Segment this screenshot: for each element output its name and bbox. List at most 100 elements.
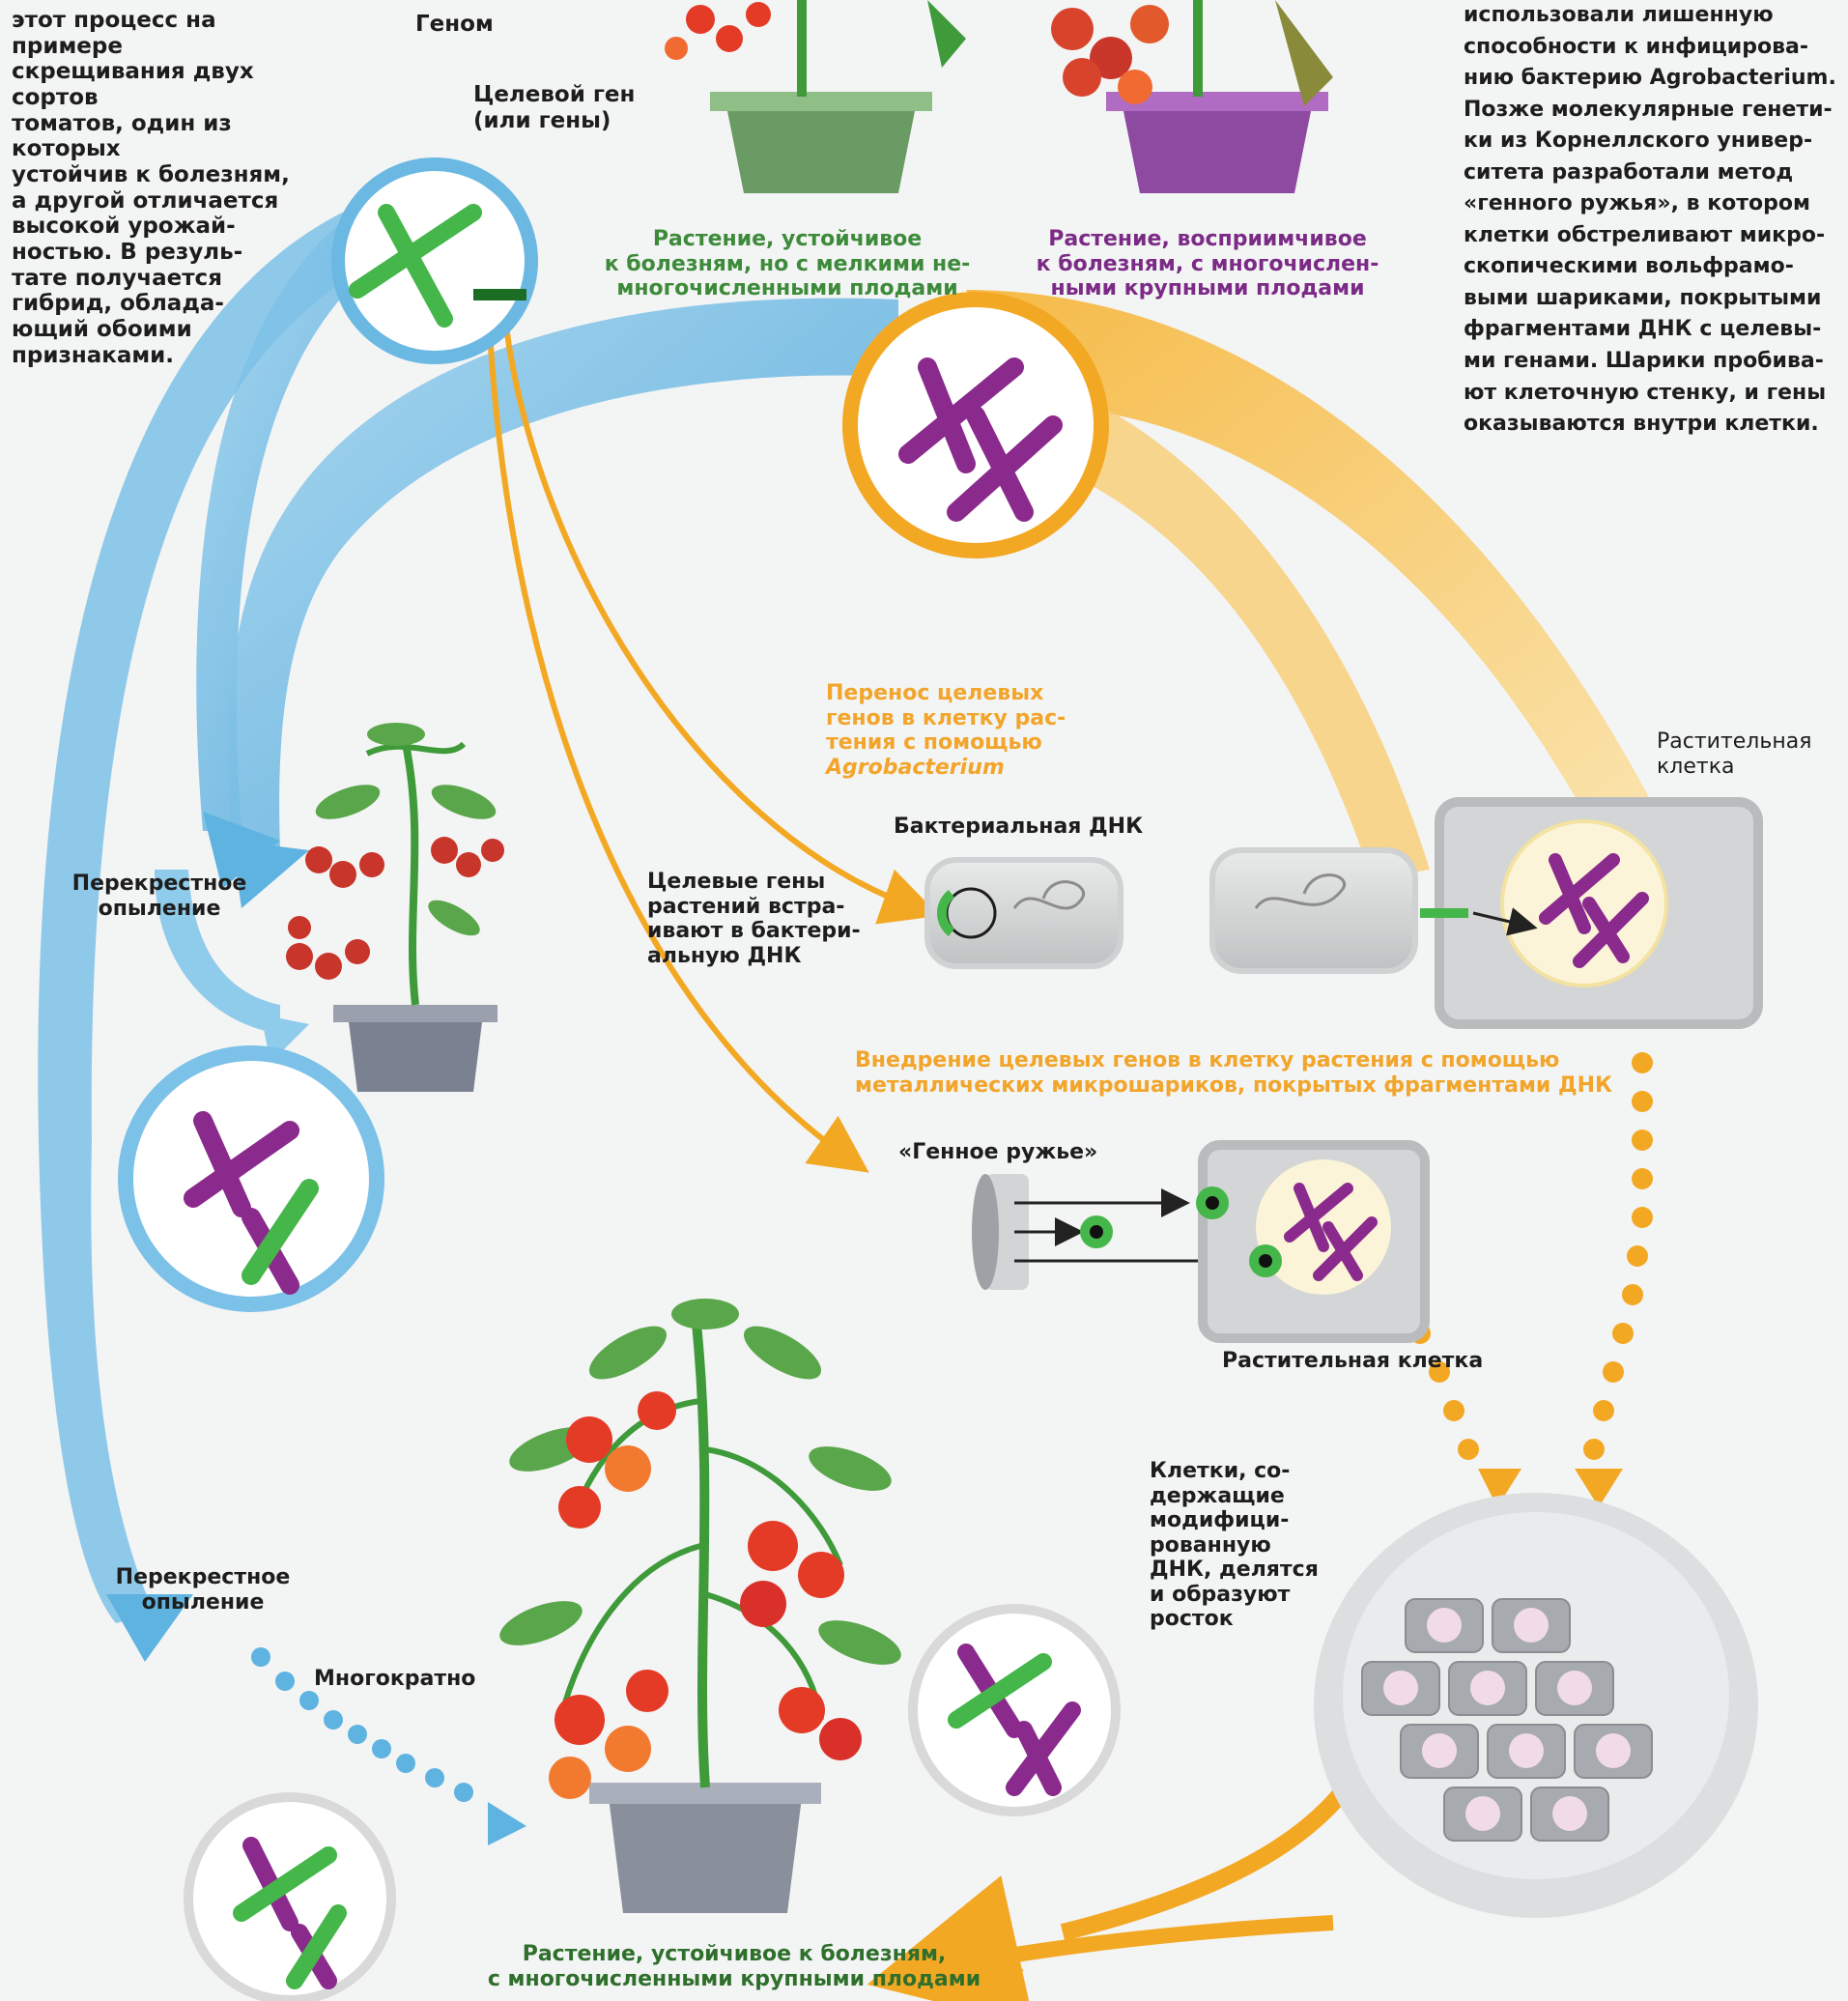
intro-right-line: способности к инфицирова- bbox=[1464, 34, 1808, 59]
label-line: Растение, устойчивое к болезням, bbox=[522, 1942, 947, 1966]
intro-left-line: а другой отличается bbox=[12, 187, 279, 214]
intro-right-line: оказываются внутри клетки. bbox=[1464, 412, 1819, 437]
intro-left-line: ностью. В резуль- bbox=[12, 240, 243, 266]
intro-right-line: скопическими вольфрамо- bbox=[1464, 254, 1794, 279]
label-target-genes-insert: Целевые гены растений встра- ивают в бак… bbox=[647, 870, 861, 968]
intro-right: использовали лишенную способности к инфи… bbox=[1464, 0, 1845, 441]
intro-right-line: нию бактерию Agrobacterium. bbox=[1464, 66, 1836, 91]
label-line: Целевые гены bbox=[647, 870, 826, 894]
intro-right-line: «генного ружья», в котором bbox=[1464, 191, 1810, 216]
label-line: тения с помощью bbox=[826, 730, 1042, 756]
intro-left: этот процесс на примере скрещивания двух… bbox=[12, 8, 321, 368]
label-line: к болезням, но с мелкими не- bbox=[604, 251, 971, 276]
label-line: Целевой ген bbox=[473, 82, 636, 107]
plant-cell-top bbox=[1420, 797, 1763, 1029]
label-line: и образуют bbox=[1150, 1582, 1291, 1607]
label-line: Растение, восприимчивое bbox=[1048, 227, 1367, 251]
label-line: Agrobacterium bbox=[826, 755, 1005, 780]
intro-right-line: ки из Корнеллского универ- bbox=[1464, 129, 1813, 154]
label-line: Растение, устойчивое bbox=[652, 227, 923, 251]
intro-left-line: скрещивания двух сортов bbox=[12, 59, 254, 111]
label-gene-gun: «Генное ружье» bbox=[898, 1140, 1098, 1164]
label-agro-transfer: Перенос целевых генов в клетку рас- тени… bbox=[826, 681, 1066, 780]
susceptible-circle bbox=[842, 292, 1109, 558]
label-line: к болезням, с многочислен- bbox=[1036, 251, 1379, 276]
intro-left-line: тате получается bbox=[12, 265, 222, 291]
label-line: опыление bbox=[141, 1589, 265, 1615]
genome-circle bbox=[331, 157, 538, 364]
label-plant-susceptible: Растение, восприимчивое к болезням, с мн… bbox=[1014, 227, 1401, 301]
label-line: ивают в бактери- bbox=[647, 919, 861, 944]
orange-arrow-2 bbox=[485, 289, 869, 1173]
orange-arrowhead-dot-2 bbox=[1478, 1469, 1521, 1507]
intro-right-line: ситета разработали метод bbox=[1464, 159, 1794, 185]
label-line: Перенос целевых bbox=[826, 681, 1044, 705]
label-line: ДНК, делятся bbox=[1150, 1558, 1319, 1583]
gene-gun bbox=[972, 1174, 1258, 1290]
label-line: клетка bbox=[1657, 754, 1735, 779]
intro-right-line: выми шариками, покрытыми bbox=[1464, 285, 1822, 310]
label-line: Перекрестное bbox=[115, 1565, 291, 1589]
intro-left-line: томатов, один из которых bbox=[12, 110, 232, 162]
label-line: альную ДНК bbox=[647, 943, 802, 968]
pot-resistant bbox=[665, 0, 966, 193]
bacteria-cell bbox=[924, 857, 1123, 969]
label-gene-gun-method: Внедрение целевых генов в клетку растени… bbox=[855, 1048, 1612, 1098]
label-line: (или гены) bbox=[473, 107, 611, 133]
label-line: металлических микрошариков, покрытых фра… bbox=[855, 1072, 1612, 1098]
intro-right-line: использовали лишенную bbox=[1464, 3, 1774, 27]
label-line: Растительная bbox=[1657, 729, 1812, 754]
orange-arrowhead-bottom bbox=[927, 1903, 1024, 1981]
label-target-gene: Целевой ген (или гены) bbox=[473, 82, 635, 133]
intro-right-line: ми генами. Шарики пробива- bbox=[1464, 349, 1824, 374]
label-line: Перекрестное bbox=[71, 872, 247, 896]
final-plant bbox=[499, 1299, 901, 1913]
intro-left-line: устойчив к болезням, bbox=[12, 162, 290, 188]
intro-left-line: ющий обоими bbox=[12, 317, 192, 343]
petri-dish bbox=[1314, 1493, 1758, 1918]
middle-plant bbox=[286, 723, 504, 1092]
blue-dots bbox=[251, 1647, 473, 1802]
label-line: опыление bbox=[98, 896, 221, 921]
label-line: модифици- bbox=[1150, 1508, 1290, 1533]
orange-dots bbox=[1409, 1052, 1653, 1460]
label-final-plant: Растение, устойчивое к болезням, с много… bbox=[435, 1942, 1034, 1991]
label-line: растений встра- bbox=[647, 894, 845, 919]
intro-left-line: этот процесс на примере bbox=[12, 8, 216, 59]
blue-dot-arrowhead bbox=[488, 1802, 526, 1845]
pot-susceptible bbox=[1051, 0, 1333, 193]
label-line: Внедрение целевых генов в клетку растени… bbox=[855, 1048, 1560, 1072]
intro-right-line: Позже молекулярные генети- bbox=[1464, 97, 1833, 122]
intro-right-line: клетки обстреливают микро- bbox=[1464, 222, 1826, 247]
label-line: росток bbox=[1150, 1607, 1234, 1632]
orange-arrow-1 bbox=[499, 289, 940, 925]
label-repeatedly: Многократно bbox=[314, 1667, 476, 1691]
hybrid-circle-1 bbox=[118, 1045, 384, 1312]
intro-right-line: фрагментами ДНК с целевы- bbox=[1464, 317, 1822, 342]
hybrid-circle-2 bbox=[184, 1792, 396, 2001]
bacteria-cell-2 bbox=[1209, 847, 1418, 974]
label-plant-resistant: Растение, устойчивое к болезням, но с ме… bbox=[599, 227, 976, 301]
blue-arrow-mid bbox=[155, 870, 280, 1034]
label-line: ными крупными плодами bbox=[1050, 276, 1365, 301]
label-genome: Геном bbox=[415, 12, 494, 37]
intro-right-line: ют клеточную стенку, и гены bbox=[1464, 380, 1827, 405]
plant-cell-bottom bbox=[1196, 1140, 1430, 1343]
label-line: многочисленными плодами bbox=[616, 276, 958, 301]
blue-arrowhead-2 bbox=[232, 841, 309, 908]
blue-arrow-left bbox=[38, 193, 425, 1623]
label-line: с многочисленными крупными плодами bbox=[487, 1966, 981, 1991]
label-line: рованную bbox=[1150, 1532, 1271, 1558]
blue-arrow-big bbox=[228, 298, 898, 850]
label-plant-cell-top: Растительная клетка bbox=[1657, 729, 1811, 779]
label-line: держащие bbox=[1150, 1483, 1285, 1508]
label-cross-pollination-2: Перекрестное опыление bbox=[92, 1565, 314, 1615]
label-cross-pollination-1: Перекрестное опыление bbox=[53, 872, 266, 921]
label-plant-cell-bottom: Растительная клетка bbox=[1222, 1349, 1484, 1373]
label-bacterial-dna: Бактериальная ДНК bbox=[894, 815, 1144, 839]
intro-left-line: признаками. bbox=[12, 342, 175, 368]
orange-arrowhead-dot-1 bbox=[1575, 1469, 1623, 1507]
blue-arrowhead-3 bbox=[106, 1594, 193, 1662]
